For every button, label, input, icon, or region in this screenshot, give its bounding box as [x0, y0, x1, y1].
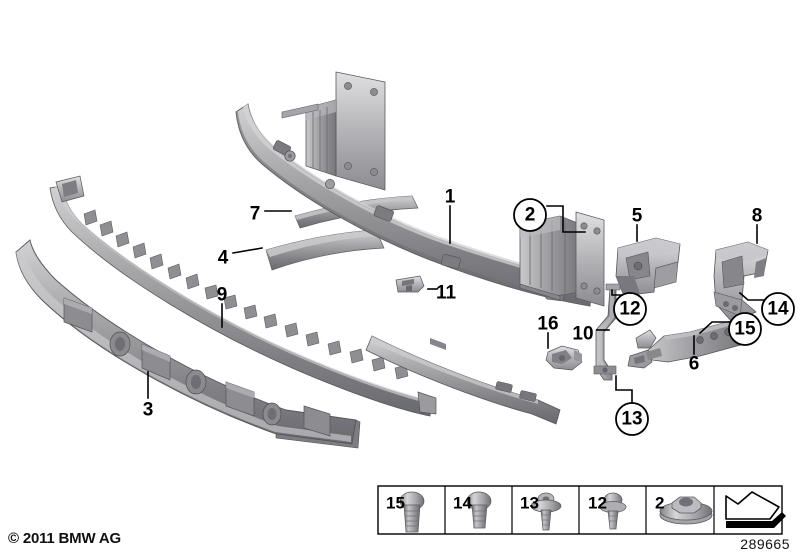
callout-number-4: 4 — [218, 248, 229, 269]
callout-number-6: 6 — [689, 354, 700, 375]
callout-circle-13 — [615, 402, 649, 436]
callout-number-8: 8 — [752, 206, 763, 227]
legend-number-2: 2 — [655, 494, 664, 513]
callout-number-1: 1 — [445, 187, 456, 208]
part-11-shape — [395, 275, 425, 293]
callout-number-9: 9 — [217, 285, 228, 306]
callout-leader-2 — [546, 205, 586, 233]
legend-strip: 15 14 13 12 2 — [377, 485, 786, 535]
part-10-shape — [593, 283, 621, 381]
legend-icon-flange-screw-washer — [530, 492, 562, 531]
callout-circle-12 — [613, 292, 647, 326]
callout-number-12: 12 — [619, 299, 640, 320]
diagram-id: 289665 — [740, 536, 790, 552]
part-9-shape — [49, 175, 437, 417]
copyright-notice: © 2011 BMW AG — [8, 530, 121, 547]
part-5-shape — [615, 237, 681, 297]
legend-number-12: 12 — [588, 494, 607, 513]
callout-number-15: 15 — [734, 319, 756, 340]
legend-number-13: 13 — [520, 494, 539, 513]
callout-circle-2 — [513, 198, 547, 232]
callout-number-2: 2 — [525, 205, 536, 226]
callout-number-11: 11 — [436, 283, 457, 304]
legend-number-15: 15 — [386, 494, 405, 513]
legend-icon-direction-arrow — [725, 491, 786, 528]
callout-circle-14 — [761, 292, 795, 326]
part-3-shape — [15, 239, 361, 449]
part-lower-strip-shape — [365, 335, 561, 425]
callout-leader-12 — [611, 289, 623, 296]
legend-icon-hex-bolt-short — [466, 491, 492, 529]
legend-icon-flange-bolt-small — [599, 492, 627, 530]
callout-number-16: 16 — [537, 314, 558, 335]
legend-number-14: 14 — [453, 494, 472, 513]
legend-icon-hex-bolt-long — [399, 491, 425, 533]
callout-number-14: 14 — [767, 299, 789, 320]
part-4-shape — [265, 229, 385, 271]
part-bracket-small-shape — [635, 329, 657, 349]
callout-leader-15 — [698, 321, 731, 335]
part-8-shape — [713, 241, 769, 323]
callout-leader-14 — [738, 291, 765, 301]
callout-number-13: 13 — [621, 409, 642, 430]
callout-leader-4 — [232, 247, 263, 254]
legend-number-layer: 15 14 13 12 2 — [386, 494, 664, 513]
callout-circle-15 — [728, 312, 762, 346]
part-16-shape — [545, 345, 583, 371]
callout-number-5: 5 — [632, 206, 643, 227]
legend-icon-flange-nut — [659, 496, 713, 525]
callout-number-3: 3 — [143, 400, 154, 421]
callout-leader-13 — [615, 375, 633, 405]
part-1-shape — [235, 71, 605, 307]
callout-number-7: 7 — [250, 204, 261, 225]
callout-number-10: 10 — [572, 324, 593, 345]
